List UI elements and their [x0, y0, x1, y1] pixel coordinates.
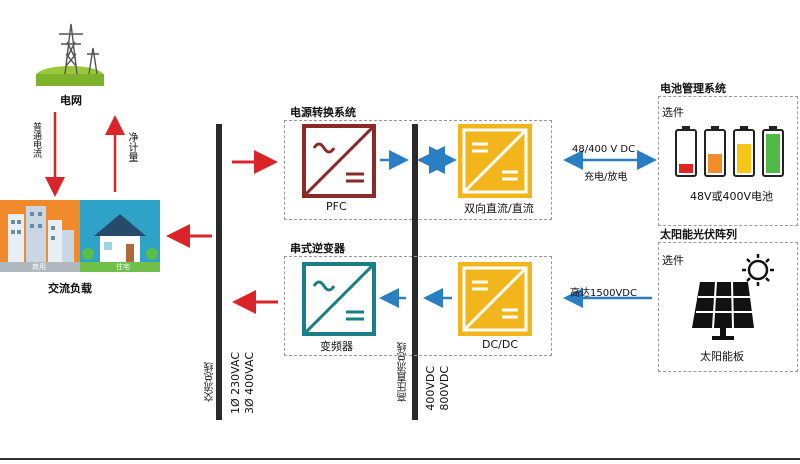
inverter-converter [302, 262, 376, 336]
battery-low-icon [675, 126, 697, 177]
ac-bus-label: 交流总线 [205, 362, 216, 402]
ac-bus-voltage-1: 1Ø 230VAC [229, 352, 242, 414]
hv-dc-bus-voltage-1: 400VDC [424, 366, 437, 411]
ac-bus-voltage-2: 3Ø 400VAC [243, 352, 256, 414]
hv-dc-bus-voltage-2: 800VDC [438, 366, 451, 411]
bidirectional-dcdc-label: 双向直流/直流 [464, 202, 534, 215]
solar-panel-label: 太阳能板 [700, 350, 744, 363]
dc-dc-symbol-icon [462, 266, 528, 332]
string-inverter-box [284, 256, 552, 356]
battery-mid-icon [704, 126, 726, 177]
bms-optional: 选件 [662, 106, 684, 119]
bidirectional-dcdc-converter [458, 124, 532, 198]
power-conversion-box [284, 120, 552, 220]
dc-dc-symbol-icon [462, 128, 528, 194]
inverter-label: 变频器 [320, 340, 353, 353]
dc-ac-symbol-icon [304, 264, 374, 334]
hv-dc-bus-line [412, 124, 418, 420]
battery-full-icon [762, 126, 784, 177]
ac-load-label: 交流负载 [48, 282, 92, 295]
net-metering-label: 净计量 [126, 132, 137, 162]
battery-label: 48V或400V电池 [690, 190, 774, 203]
dcdc-label: DC/DC [482, 338, 519, 351]
solar-link-voltage: 高达1500VDC [570, 288, 637, 299]
battery-icons [675, 126, 784, 177]
string-inverter-title: 串式逆变器 [290, 242, 345, 255]
normal-current-label: 普通电流 [31, 122, 41, 158]
solar-box [658, 242, 798, 372]
commercial-tag: 商用 [32, 263, 46, 271]
battery-link-voltage: 48/400 V DC [572, 144, 636, 155]
solar-title: 太阳能光伏阵列 [660, 228, 737, 241]
battery-link-mode: 充电/放电 [584, 172, 628, 183]
grid-label: 电网 [60, 94, 82, 107]
bms-title: 电池管理系统 [660, 82, 726, 95]
pfc-converter [302, 124, 376, 198]
solar-optional: 选件 [662, 254, 684, 267]
ac-load-illustration: 商用 住宅 [0, 200, 160, 272]
bottom-border [0, 458, 800, 460]
power-conversion-title: 电源转换系统 [290, 106, 356, 119]
ac-dc-symbol-icon [304, 126, 374, 196]
battery-high-icon [733, 126, 755, 177]
grid-tower-icon [36, 23, 104, 86]
dcdc-converter [458, 262, 532, 336]
commercial-buildings-icon [0, 206, 80, 272]
house-icon [80, 214, 160, 272]
solar-panel-icon [692, 254, 774, 340]
ac-bus-line [216, 124, 222, 420]
pfc-label: PFC [326, 200, 347, 213]
bms-box [658, 96, 798, 226]
residential-tag: 住宅 [116, 263, 130, 271]
sun-icon [742, 254, 774, 286]
